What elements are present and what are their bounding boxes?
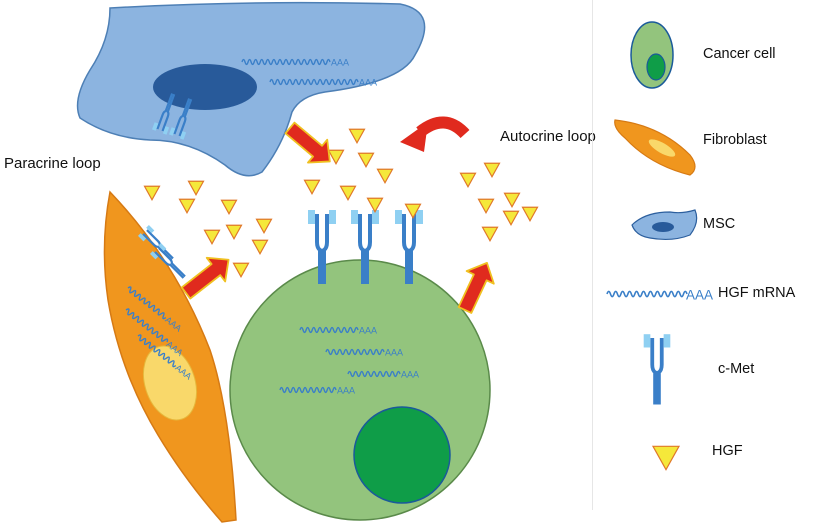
cancer-nucleus: [353, 406, 451, 504]
hgf-ligand-23: [521, 206, 539, 222]
paracrine-loop-label: Paracrine loop: [4, 155, 101, 172]
hgf-ligand-11: [327, 149, 345, 165]
legend-polya-tail-label: AAA: [686, 288, 713, 303]
legend-label-c-met: c-Met: [718, 361, 755, 377]
cancer-mrna-1: AAA: [299, 326, 377, 336]
legend-label-fibroblast: Fibroblast: [703, 132, 767, 148]
legend-hgf-icon: [651, 445, 681, 471]
hgf-ligand-8: [251, 239, 269, 255]
msc-mrna-2: AAA: [269, 78, 377, 88]
hgf-ligand-9: [232, 262, 250, 278]
hgf-ligand-16: [366, 197, 384, 213]
arrow-msc-to-cancer: [284, 121, 331, 164]
receptor-layer: [137, 93, 423, 284]
msc-cmet-receptor-2: [169, 98, 193, 140]
hgf-ligand-6: [225, 224, 243, 240]
legend-divider: [592, 0, 593, 510]
hgf-ligand-1: [143, 185, 161, 201]
msc-cmet-receptor-1: [152, 93, 176, 135]
hgf-ligand-13: [376, 168, 394, 184]
autocrine-curved-arrow: [400, 116, 470, 152]
hgf-ligand-12: [357, 152, 375, 168]
arrow-fibroblast-to-hgf: [180, 256, 230, 300]
cancer-cmet-receptor-3: [395, 210, 423, 284]
hgf-ligand-5: [203, 229, 221, 245]
cancer-cmet-receptor-2: [351, 210, 379, 284]
msc-nucleus: [153, 64, 257, 110]
arrow-cancer-to-hgf: [457, 261, 495, 314]
cancer-mrna-3: AAA: [347, 370, 419, 380]
hgf-ligand-3: [187, 180, 205, 196]
cancer-mrna-2: AAA: [325, 348, 403, 358]
hgf-ligand-19: [483, 162, 501, 178]
msc-mrna-1: AAA: [241, 58, 349, 68]
legend-c-met-icon: [643, 334, 671, 405]
cancer-cell: [229, 259, 491, 521]
legend-label-hgf: HGF: [712, 443, 743, 459]
legend-hgf-mrna-icon: AAA: [606, 288, 713, 303]
arrow-layer: [180, 121, 495, 314]
polya-tail-label: AAA: [401, 370, 419, 380]
cancer-cmet-receptor-1: [308, 210, 336, 284]
hgf-ligand-18: [459, 172, 477, 188]
polya-tail-label: AAA: [385, 348, 403, 358]
polya-tail-label: AAA: [331, 58, 349, 68]
hgf-ligand-15: [339, 185, 357, 201]
hgf-ligand-7: [255, 218, 273, 234]
legend-fibroblast-icon: [614, 119, 696, 176]
legend-hgf-triangle: [651, 445, 681, 471]
legend-label-cancer-cell: Cancer cell: [703, 46, 776, 62]
hgf-ligand-4: [220, 199, 238, 215]
polya-tail-label: AAA: [359, 326, 377, 336]
hgf-ligand-21: [477, 198, 495, 214]
hgf-ligand-10: [348, 128, 366, 144]
cancer-mrna-4: AAA: [279, 386, 355, 396]
fibroblast-cmet-receptor-2: [149, 242, 186, 279]
legend-label-hgf-mrna: HGF mRNA: [718, 285, 796, 301]
hgf-ligand-2: [178, 198, 196, 214]
legend-msc-icon: [631, 209, 698, 241]
hgf-ligand-20: [503, 192, 521, 208]
hgf-ligand-22: [502, 210, 520, 226]
hgf-ligand-17: [404, 203, 422, 219]
fibroblast-cell: [103, 190, 237, 523]
legend-cmet-receptor: [643, 334, 671, 405]
polya-tail-label: AAA: [337, 386, 355, 396]
hgf-layer: [143, 128, 539, 278]
polya-tail-label: AAA: [359, 78, 377, 88]
autocrine-loop-label: Autocrine loop: [500, 128, 596, 145]
fibroblast-nucleus: [142, 345, 198, 421]
legend-cancer-cell-icon: [630, 21, 674, 89]
legend-label-msc: MSC: [703, 216, 736, 232]
hgf-ligand-14: [303, 179, 321, 195]
hgf-ligand-24: [481, 226, 499, 242]
